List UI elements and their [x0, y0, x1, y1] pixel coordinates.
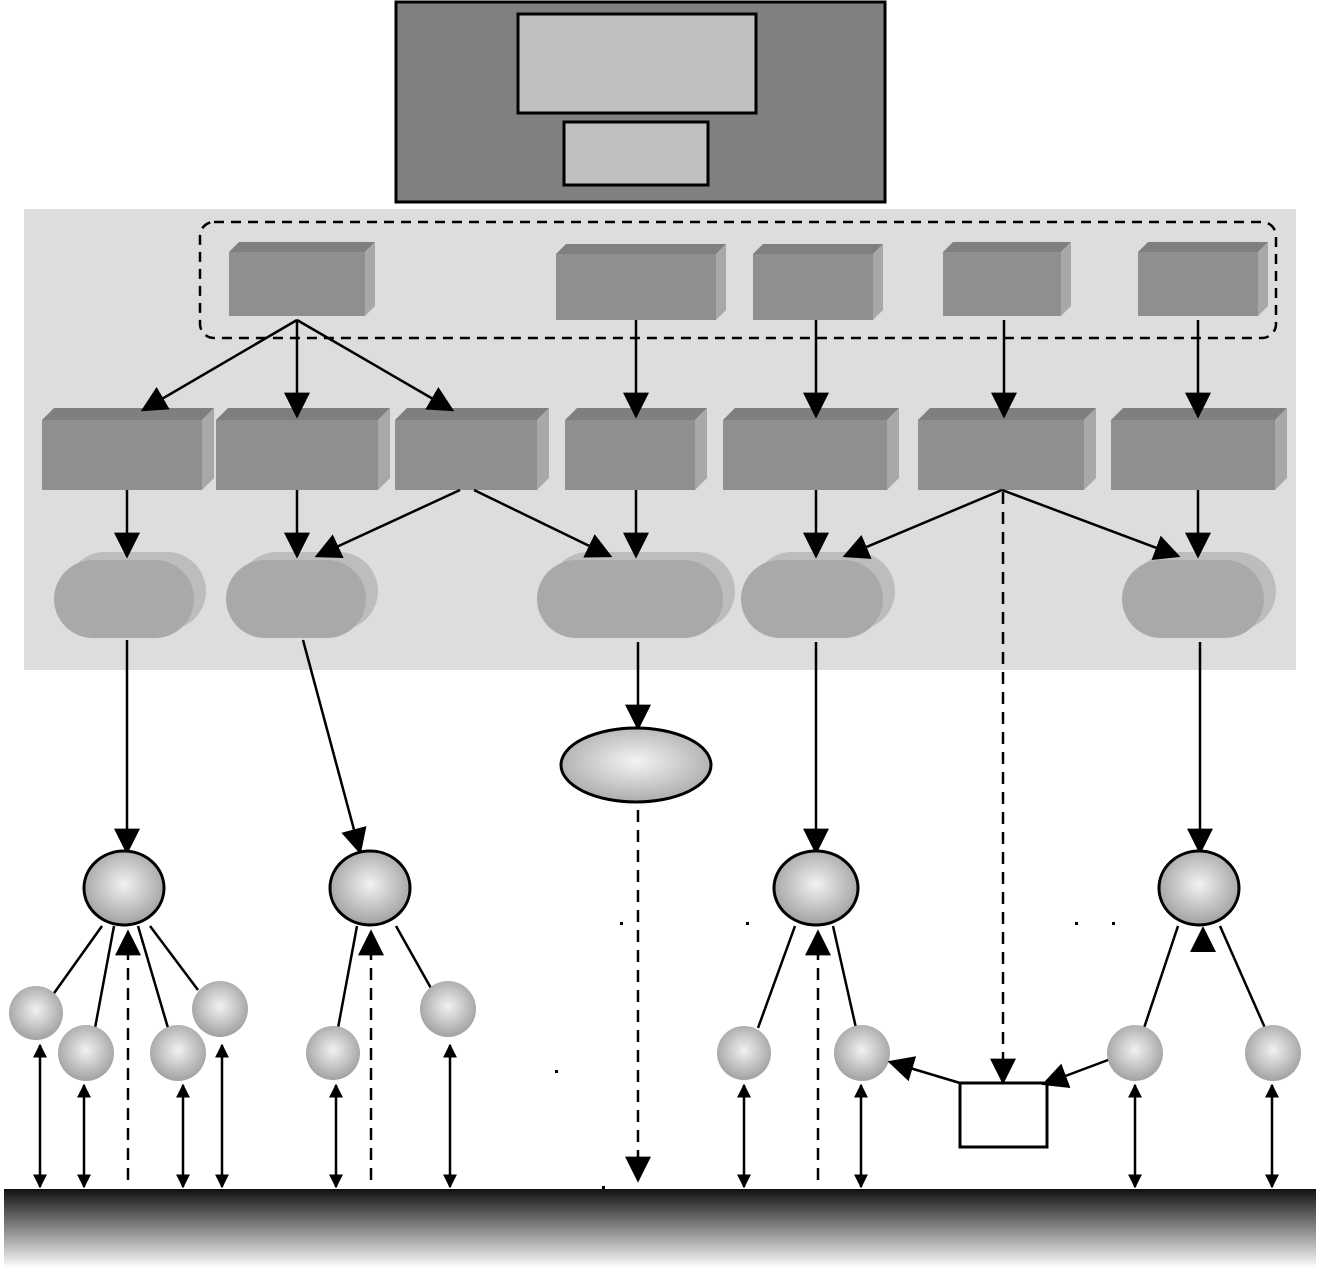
leaf-node-8	[834, 1025, 890, 1081]
middle-box-3	[395, 408, 549, 490]
middle-box-7	[1111, 408, 1287, 490]
pill-1	[54, 552, 206, 638]
top-box-4	[943, 242, 1071, 316]
cluster-head-1	[82, 849, 166, 927]
middle-box-4	[565, 408, 707, 490]
pill-3	[537, 552, 735, 638]
head-leaf-links	[50, 925, 1267, 1029]
panel-arrows	[114, 318, 1211, 560]
leaf-node-4	[192, 981, 248, 1037]
pill-row	[54, 552, 1276, 638]
pill-5	[1122, 552, 1276, 638]
cluster-head-4	[1157, 849, 1241, 927]
pill-2	[226, 552, 378, 638]
cluster-head-2	[328, 849, 412, 927]
leaf-node-9	[1107, 1025, 1163, 1081]
leaf-node-7	[717, 1026, 771, 1080]
leaf-node-5	[306, 1026, 360, 1080]
top-server-block	[394, 0, 887, 204]
gateway-links	[887, 1056, 1109, 1088]
gateway-box	[958, 1081, 1049, 1149]
leaf-nodes	[9, 981, 1301, 1081]
top-box-2	[556, 244, 726, 320]
uplink-arrow-head-right	[1190, 926, 1216, 952]
downlink-arrows	[114, 492, 1213, 1183]
uplink-arrows	[115, 929, 831, 1180]
middle-box-5	[723, 408, 899, 490]
top-box-1	[229, 242, 375, 316]
middle-box-6	[918, 408, 1096, 490]
central-ellipse-node	[559, 726, 713, 804]
leaf-node-3	[150, 1025, 206, 1081]
top-box-3	[753, 244, 883, 320]
cluster-head-3	[772, 849, 860, 927]
cluster-heads	[82, 849, 1241, 927]
top-row-boxes	[229, 242, 1268, 320]
stray-marks	[555, 922, 1115, 1189]
top-row-group-outline	[198, 220, 1278, 340]
middle-box-1	[42, 408, 214, 490]
ground-bar	[4, 1189, 1316, 1268]
leaf-node-6	[420, 981, 476, 1037]
middle-box-2	[216, 408, 390, 490]
leaf-node-10	[1245, 1025, 1301, 1081]
middle-row-boxes	[42, 408, 1287, 490]
leaf-node-1	[9, 986, 63, 1040]
leaf-node-2	[58, 1025, 114, 1081]
top-box-5	[1138, 242, 1268, 316]
pill-4	[741, 552, 895, 638]
leaf-ground-arrows	[33, 1043, 1279, 1189]
